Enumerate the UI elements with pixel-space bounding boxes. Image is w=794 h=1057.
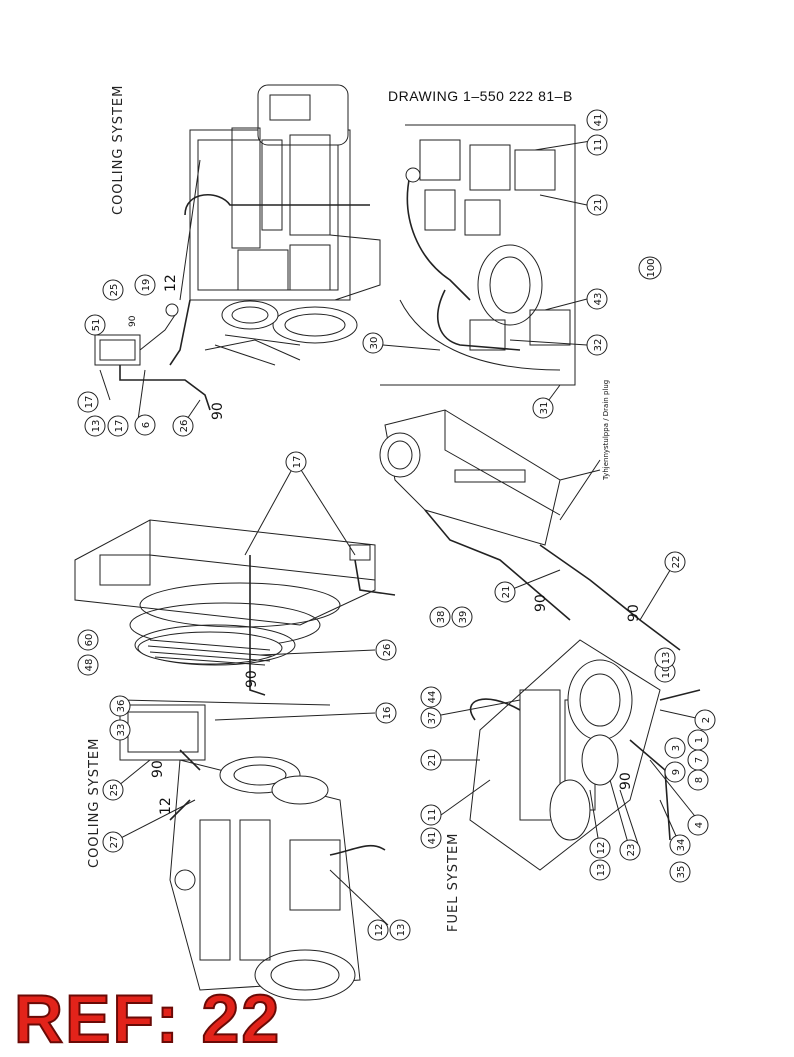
callout-label: 21: [593, 199, 604, 212]
callouts: 100 41 11 21 43 32 30 31 25 19 51 17 13 …: [77, 109, 716, 941]
callout-label: 39: [458, 611, 469, 624]
callout-label: 31: [539, 402, 550, 415]
callout-label: 13: [661, 652, 672, 665]
engine-fuel-system: [469, 639, 701, 871]
hose-size-label: 90: [626, 604, 642, 622]
callout-label: 34: [676, 839, 687, 852]
callout-label: 9: [671, 769, 682, 775]
callout-label: 13: [396, 924, 407, 937]
leader-lines: [99, 139, 706, 926]
callout-label: 37: [427, 712, 438, 725]
callout-label: 12: [596, 842, 607, 855]
callout-label: 51: [91, 319, 102, 332]
callout-label: 100: [646, 258, 657, 277]
callout-label: 4: [694, 822, 705, 828]
callout-label: 16: [382, 707, 393, 720]
callout-label: 38: [436, 611, 447, 624]
callout-label: 17: [84, 396, 95, 409]
callout-label: 3: [671, 745, 682, 751]
callout-label: 43: [593, 293, 604, 306]
callout-label: 7: [694, 757, 705, 763]
callout-label: 2: [701, 717, 712, 723]
callout-label: 30: [369, 337, 380, 350]
callout-label: 44: [427, 691, 438, 704]
hose-size-label: 90: [618, 772, 634, 790]
callout-label: 60: [84, 634, 95, 647]
callout-label: 21: [427, 754, 438, 767]
callout-label: 12: [374, 924, 385, 937]
callout-label: 25: [109, 784, 120, 797]
callout-label: 11: [593, 139, 604, 152]
callout-label: 32: [593, 339, 604, 352]
callout-label: 41: [427, 832, 438, 845]
callout-label: 10: [661, 666, 672, 679]
hose-size-label: 90: [128, 315, 138, 327]
ref-badge: REF: 22: [13, 981, 282, 1057]
drawing-number: DRAWING 1–550 222 81–B: [388, 88, 573, 104]
callout-label: 1: [694, 737, 705, 743]
callout-label: 8: [694, 777, 705, 783]
callout-label: 35: [676, 866, 687, 879]
callout-label: 19: [141, 279, 152, 292]
callout-label: 27: [109, 836, 120, 849]
radiator-assembly: [74, 519, 396, 696]
callout-label: 17: [292, 456, 303, 469]
section-title-fuel: FUEL SYSTEM: [446, 833, 461, 932]
hose-size-label: 12: [158, 797, 174, 815]
callout-label: 23: [626, 844, 637, 857]
engine-bottom-cooling: [119, 699, 386, 1001]
callout-label: 6: [141, 422, 152, 428]
callout-label: 17: [114, 420, 125, 433]
hose-size-label: 90: [533, 594, 549, 612]
fuel-tank: [379, 409, 681, 651]
hose-size-label: 90: [244, 670, 260, 688]
callout-label: 33: [116, 724, 127, 737]
drain-plug-note: Tyhjennystulppa / Drain plug: [602, 380, 610, 481]
callout-label: 48: [84, 659, 95, 672]
callout-label: 36: [116, 700, 127, 713]
hose-size-label: 90: [150, 760, 166, 778]
callout-label: 25: [109, 284, 120, 297]
hose-size-label: 90: [210, 402, 226, 420]
section-title-cooling-top: COOLING SYSTEM: [111, 85, 126, 215]
callout-label: 22: [671, 556, 682, 569]
detail-top-right: [380, 124, 576, 386]
callout-label: 26: [382, 644, 393, 657]
engine-top-cooling: [94, 84, 381, 411]
callout-label: 13: [91, 420, 102, 433]
hose-size-label: 12: [163, 274, 179, 292]
callout-label: 21: [501, 586, 512, 599]
callout-label: 13: [596, 864, 607, 877]
callout-label: 11: [427, 809, 438, 822]
callout-label: 26: [179, 420, 190, 433]
section-title-cooling-bottom: COOLING SYSTEM: [87, 738, 102, 868]
callout-label: 41: [593, 114, 604, 127]
